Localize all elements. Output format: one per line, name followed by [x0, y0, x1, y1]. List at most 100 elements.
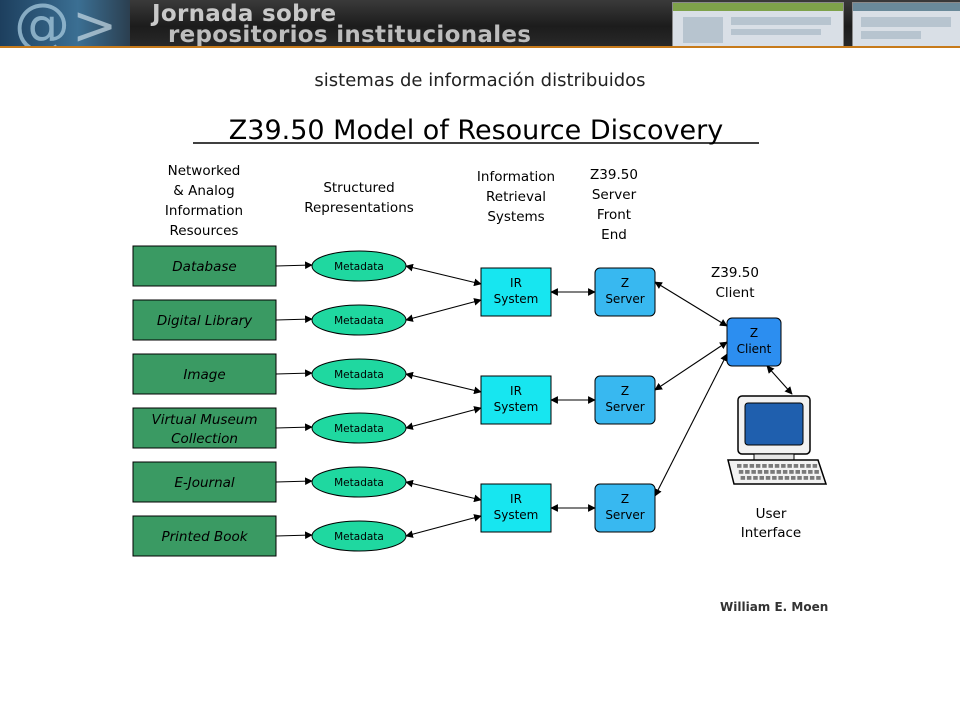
edge-resource-metadata	[275, 261, 313, 270]
keyboard-key	[784, 476, 790, 480]
banner-title-line1: Jornada sobre	[152, 1, 337, 27]
keyboard-key	[745, 470, 750, 474]
keyboard-key	[778, 476, 783, 480]
keyboard-key	[808, 470, 813, 474]
keyboard-key	[759, 476, 764, 480]
edge-client-user	[766, 365, 793, 395]
edge-resource-metadata	[275, 477, 313, 486]
edge-metadata-ir	[405, 406, 482, 430]
chevron-icon: >	[72, 0, 118, 48]
edge-server-client	[654, 341, 728, 391]
keyboard-key	[816, 476, 821, 480]
edge-metadata-ir	[405, 263, 482, 287]
resource-label: Database	[172, 259, 236, 275]
keyboard-key	[772, 476, 777, 480]
keyboard-key	[809, 476, 815, 480]
at-sign-icon: @	[14, 0, 70, 48]
resource-label: E-Journal	[174, 475, 235, 491]
keyboard-key	[801, 470, 807, 474]
metadata-ellipse	[311, 412, 407, 444]
keyboard-key	[770, 470, 775, 474]
metadata-ellipse	[311, 520, 407, 552]
keyboard-key	[781, 464, 786, 468]
edge-resource-metadata	[275, 369, 313, 378]
edge-metadata-ir	[405, 514, 482, 538]
metadata-label: Metadata	[334, 423, 384, 435]
resource-box	[132, 407, 277, 449]
computer-icon	[727, 395, 828, 485]
keyboard-key	[751, 470, 756, 474]
monitor-stand	[753, 453, 795, 461]
diagram-title: Z39.50 Model of Resource Discovery	[229, 115, 723, 146]
keyboard-key	[793, 464, 799, 468]
keyboard-key	[755, 464, 761, 468]
slide-subtitle: sistemas de información distribuidos	[314, 70, 646, 91]
resource-box	[132, 353, 277, 395]
banner-logo: @ >	[0, 0, 130, 48]
keyboard-key	[814, 470, 819, 474]
author-signature: William E. Moen	[720, 600, 829, 614]
z-server-box	[594, 375, 656, 425]
z-server-box	[594, 267, 656, 317]
keyboard-key	[795, 470, 800, 474]
resource-box	[132, 461, 277, 503]
keyboard-key	[749, 464, 755, 468]
metadata-label: Metadata	[334, 369, 384, 381]
keyboard-key	[738, 470, 744, 474]
keyboard-key	[753, 476, 758, 480]
keyboard-key	[791, 476, 796, 480]
resource-label: Image	[183, 367, 225, 383]
keyboard-key	[762, 464, 767, 468]
resource-box	[132, 515, 277, 557]
keyboard-key	[787, 464, 792, 468]
keyboard-key	[797, 476, 802, 480]
keyboard-key	[746, 476, 752, 480]
resource-label: Printed Book	[161, 529, 248, 545]
keyboard-key	[765, 476, 771, 480]
metadata-label: Metadata	[334, 477, 384, 489]
keyboard-key	[743, 464, 748, 468]
banner-title-line2: repositorios institucionales	[168, 22, 532, 48]
keyboard-key	[806, 464, 811, 468]
header-banner: @ > Jornada sobre repositorios instituci…	[0, 0, 960, 48]
edge-metadata-ir	[405, 479, 482, 503]
metadata-label: Metadata	[334, 315, 384, 327]
z-client-box	[726, 317, 782, 367]
resource-label: Digital Library	[157, 313, 253, 329]
metadata-ellipse	[311, 304, 407, 336]
banner-accent-line	[0, 46, 960, 48]
banner-screenshot-thumbnail	[852, 2, 960, 48]
keyboard-key	[740, 476, 746, 480]
metadata-ellipse	[311, 358, 407, 390]
metadata-label: Metadata	[334, 531, 384, 543]
edge-resource-metadata	[275, 423, 313, 432]
keyboard-key	[782, 470, 788, 474]
resource-box	[132, 299, 277, 341]
keyboard-key	[803, 476, 809, 480]
metadata-ellipse	[311, 466, 407, 498]
edge-resource-metadata	[275, 531, 313, 540]
keyboard-key	[776, 470, 782, 474]
ir-system-box	[480, 267, 552, 317]
keyboard-key	[774, 464, 780, 468]
keyboard-key	[800, 464, 805, 468]
edge-metadata-ir	[405, 298, 482, 322]
edge-server-client	[654, 353, 728, 497]
metadata-label: Metadata	[334, 261, 384, 273]
edge-metadata-ir	[405, 371, 482, 395]
ir-system-box	[480, 483, 552, 533]
keyboard-key	[812, 464, 818, 468]
